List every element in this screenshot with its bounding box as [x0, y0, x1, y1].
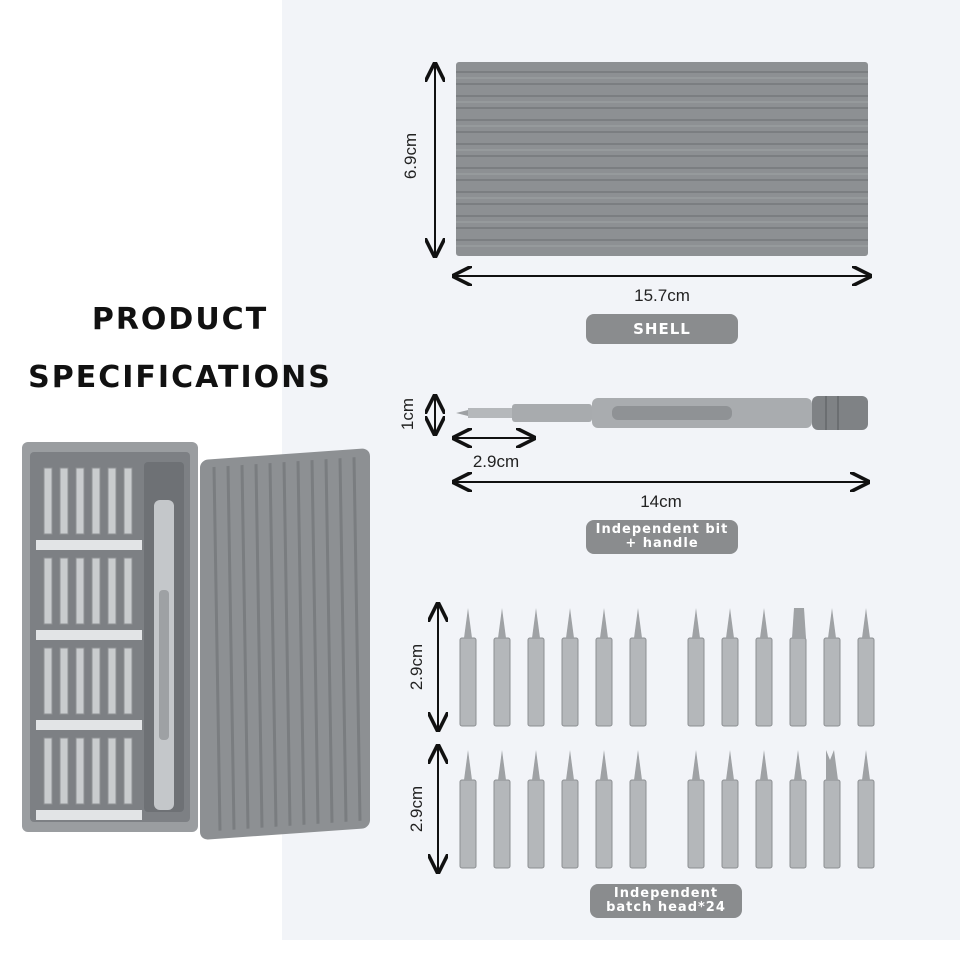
handle-length-label: 14cm	[640, 492, 682, 511]
handle-image	[456, 396, 868, 430]
shell-width-label: 15.7cm	[634, 286, 690, 305]
handle-tip-label: 2.9cm	[472, 452, 520, 471]
handle-tag-line2: + handle	[625, 536, 699, 551]
shell-height-label: 6.9cm	[401, 132, 420, 180]
page-title-line1: PRODUCT	[91, 302, 269, 337]
product-photo	[22, 442, 370, 840]
page-title-line2: SPECIFICATIONS	[28, 360, 332, 395]
handle-tag-line1: Independent bit	[595, 522, 729, 537]
bits-image	[459, 608, 875, 869]
handle-diameter-label: 1cm	[398, 397, 417, 431]
handle-tag: Independent bit + handle	[586, 520, 738, 554]
bits-tag-line1: Independent	[613, 886, 719, 901]
bits-tag-line2: batch head*24	[606, 900, 726, 915]
bits-row-1	[459, 608, 875, 727]
bits-row2-height-label: 2.9cm	[407, 785, 426, 833]
bits-tag: Independent batch head*24	[590, 884, 742, 918]
bits-row1-height-label: 2.9cm	[407, 643, 426, 691]
bits-row-2	[459, 750, 875, 869]
shell-tag: SHELL	[586, 314, 738, 344]
shell-lid-image	[456, 62, 868, 256]
